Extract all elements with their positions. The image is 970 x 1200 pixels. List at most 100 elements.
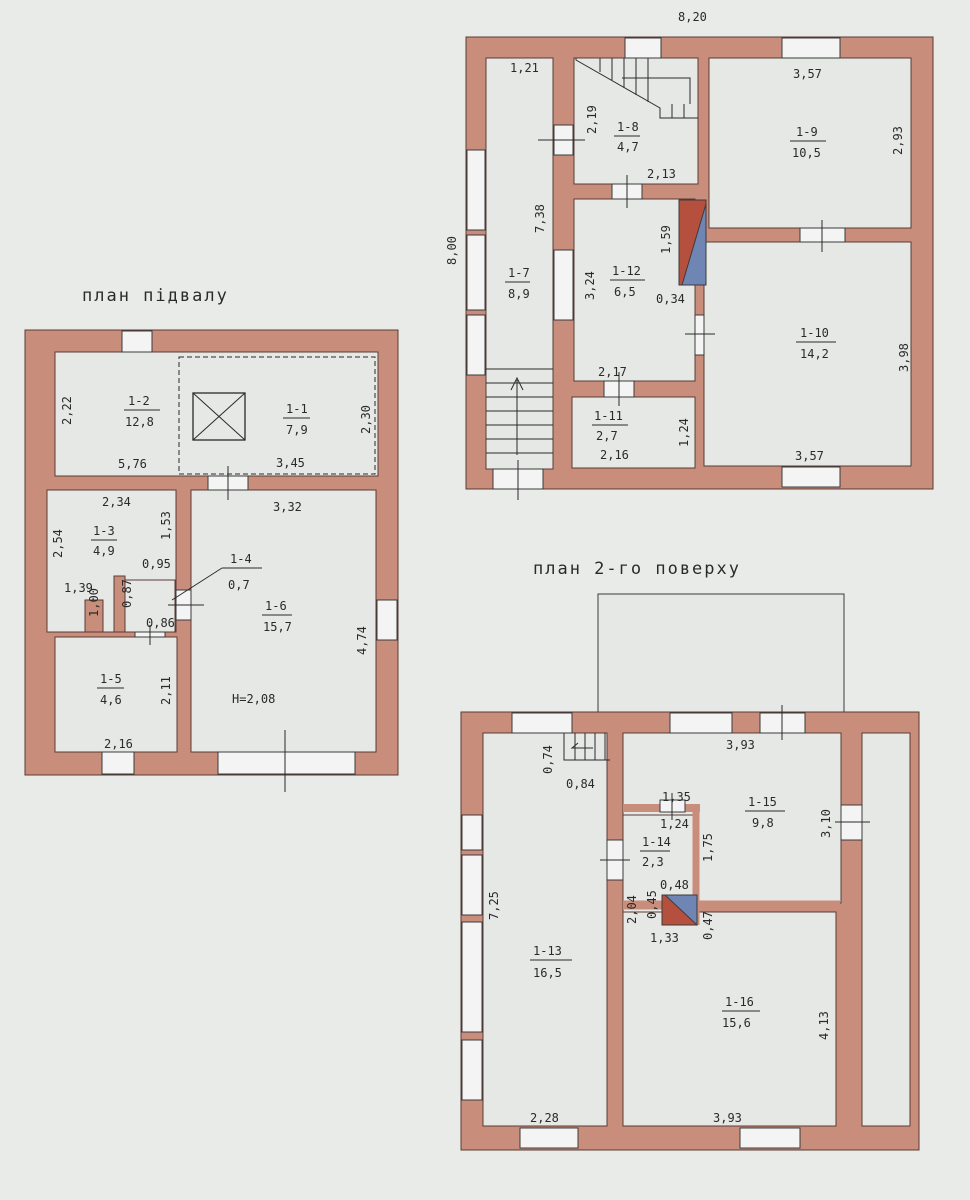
dim-label: 2,11	[159, 676, 173, 705]
dim-label: 1,21	[510, 61, 539, 75]
room-1-4	[124, 579, 176, 633]
dim-label: 3,32	[273, 500, 302, 514]
window	[781, 466, 841, 488]
room-id: 1-10	[800, 326, 829, 340]
dim-label: 1,39	[64, 581, 93, 595]
room-id: 1-9	[796, 125, 818, 139]
corridor-right	[861, 732, 911, 1127]
window	[376, 599, 398, 641]
window	[669, 712, 733, 734]
dim-label: 4,13	[817, 1011, 831, 1040]
room-id: 1-16	[725, 995, 754, 1009]
room-area: 16,5	[533, 966, 562, 980]
chimney-blue	[663, 894, 698, 927]
room-area: 4,6	[100, 693, 122, 707]
room-id: 1-6	[265, 599, 287, 613]
window	[121, 330, 153, 353]
dim-label: 2,04	[625, 895, 639, 924]
room-area: 2,3	[642, 855, 664, 869]
room-1-1-outline	[178, 356, 376, 475]
first-floor-room-labels: 1-7 8,9 1-8 4,7 1-9 10,5 1-12 6,5 1-10 1…	[505, 120, 836, 443]
dim-label: 0,95	[142, 557, 171, 571]
door	[694, 314, 705, 356]
room-area: 14,2	[800, 347, 829, 361]
partition	[113, 575, 126, 633]
dim-label: 0,34	[656, 292, 685, 306]
basement-title: план підвалу	[82, 286, 229, 306]
window	[511, 712, 573, 734]
dim-label: 0,86	[146, 616, 175, 630]
window	[519, 1127, 579, 1149]
dim-label: 3,93	[713, 1111, 742, 1125]
dim-label: 0,84	[566, 777, 595, 791]
room-id: 1-4	[230, 552, 252, 566]
dim-label: 0,48	[660, 878, 689, 892]
basement-plan	[24, 329, 399, 792]
dim-label: 2,16	[104, 737, 133, 751]
room-area: 9,8	[752, 816, 774, 830]
second-floor-dimensions: 0,74 0,84 3,93 1,35 1,24 1,75 3,10 7,25 …	[487, 738, 833, 1125]
dim-label: 1,35	[662, 790, 691, 804]
chimney-blue	[681, 203, 707, 286]
basement-room-labels: 1-2 12,8 1-1 7,9 1-3 4,9 1-4 0,7 1-6 15,…	[91, 394, 310, 707]
dim-label: 0,47	[701, 911, 715, 940]
dim-label: 0,74	[541, 745, 555, 774]
window	[466, 234, 486, 311]
stair-1-8	[575, 58, 698, 119]
dim-label: 8,20	[678, 10, 707, 24]
room-id: 1-8	[617, 120, 639, 134]
room-1-13	[482, 732, 608, 1127]
room-id: 1-13	[533, 944, 562, 958]
second-floor-room-labels: 1-13 16,5 1-14 2,3 1-15 9,8 1-16 15,6	[530, 795, 785, 1030]
dim-label: 2,54	[51, 529, 65, 558]
dim-label: 0,45	[645, 890, 659, 919]
room-1-7	[485, 57, 554, 470]
dim-label: 2,16	[600, 448, 629, 462]
stair-1-7	[486, 368, 553, 455]
dim-label: 3,57	[793, 67, 822, 81]
room-area: 2,7	[596, 429, 618, 443]
partition	[84, 599, 104, 633]
room-id: 1-14	[642, 835, 671, 849]
room-area: 8,9	[508, 287, 530, 301]
door	[553, 249, 574, 321]
leader-line	[171, 567, 223, 601]
window	[461, 814, 483, 851]
dim-label: 8,00	[445, 236, 459, 265]
dim-label: 1,75	[701, 833, 715, 862]
window	[461, 1039, 483, 1101]
dim-label: 2,22	[60, 396, 74, 425]
room-area: 15,7	[263, 620, 292, 634]
stair-2nd	[563, 733, 610, 761]
second-floor-title: план 2-го поверху	[533, 559, 741, 579]
room-area: 12,8	[125, 415, 154, 429]
window	[466, 149, 486, 231]
balcony	[597, 593, 845, 713]
room-id: 1-15	[748, 795, 777, 809]
dim-label: 1,33	[650, 931, 679, 945]
dim-label: 3,45	[276, 456, 305, 470]
window	[461, 921, 483, 1033]
room-id: 1-3	[93, 524, 115, 538]
dim-label: 3,98	[897, 343, 911, 372]
room-area: 7,9	[286, 423, 308, 437]
dim-label: 3,93	[726, 738, 755, 752]
window	[739, 1127, 801, 1149]
room-id: 1-5	[100, 672, 122, 686]
dim-label: 1,00	[87, 588, 101, 617]
dim-label: 5,76	[118, 457, 147, 471]
dim-label: 3,57	[795, 449, 824, 463]
dim-label: 7,25	[487, 891, 501, 920]
dim-label: 3,24	[583, 271, 597, 300]
door	[217, 751, 356, 775]
dim-label: 0,87	[120, 579, 134, 608]
room-area: 4,9	[93, 544, 115, 558]
window	[466, 314, 486, 376]
room-area: 4,7	[617, 140, 639, 154]
first-floor-plan	[465, 36, 934, 500]
room-area: 0,7	[228, 578, 250, 592]
basement-dimensions: 2,22 5,76 2,30 3,45 2,34 1,53 2,54 3,32 …	[51, 396, 373, 751]
room-1-9	[708, 57, 912, 229]
room-1-16	[622, 911, 837, 1127]
